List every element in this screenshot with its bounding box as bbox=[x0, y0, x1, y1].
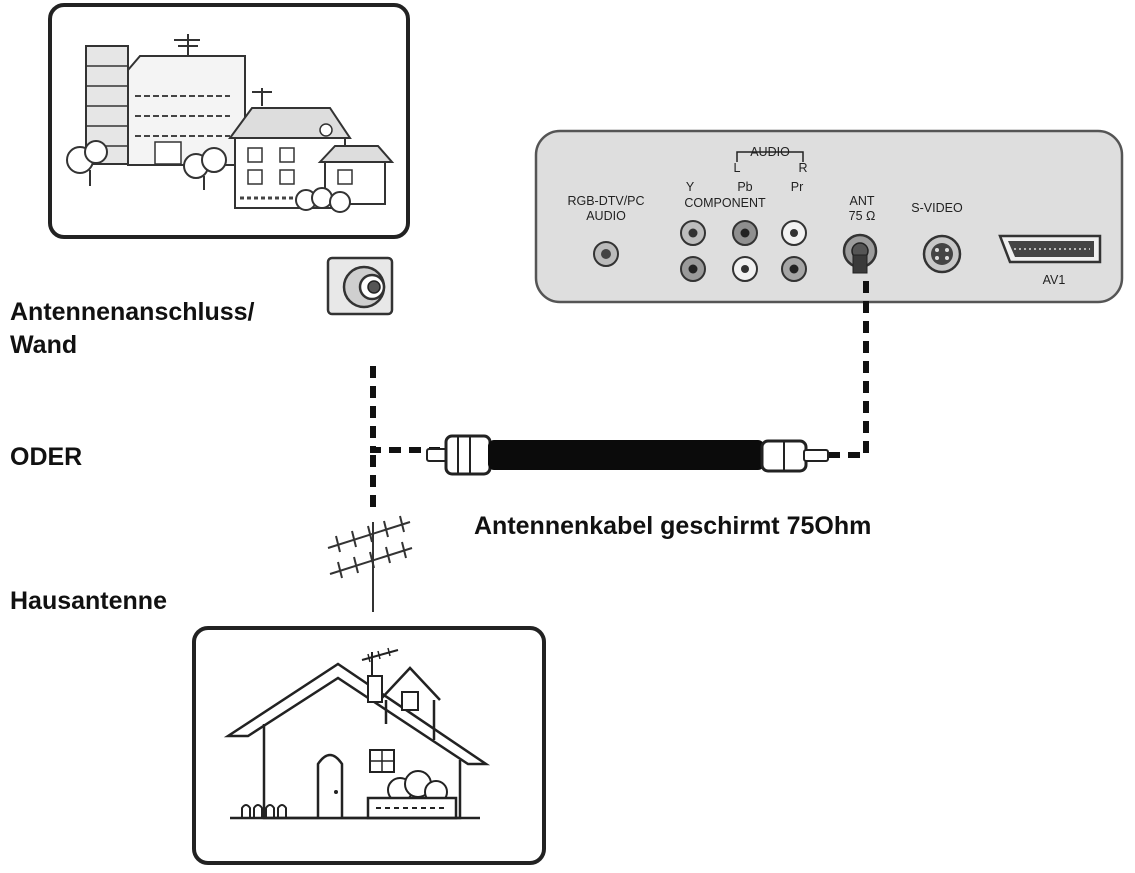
av1-label: AV1 bbox=[1043, 273, 1066, 287]
ant-label-line2: 75 Ω bbox=[849, 209, 876, 223]
component-label: COMPONENT bbox=[684, 196, 766, 210]
wall-antenna-socket bbox=[326, 256, 394, 316]
roof-antenna-label: Hausantenne bbox=[10, 587, 167, 615]
audio-group-label: AUDIO bbox=[750, 145, 790, 159]
or-label: ODER bbox=[10, 443, 83, 471]
house-illustration bbox=[192, 626, 546, 865]
rgb-label-line2: AUDIO bbox=[586, 209, 626, 223]
y-label: Y bbox=[686, 180, 695, 194]
rgb-label-line1: RGB-DTV/PC bbox=[567, 194, 644, 208]
roof-antenna-illustration bbox=[327, 515, 413, 612]
wall-socket-label-line1: Antennenanschluss/ bbox=[10, 298, 255, 326]
pb-label: Pb bbox=[737, 180, 752, 194]
audio-r-label: R bbox=[798, 161, 807, 175]
cable-label: Antennenkabel geschirmt 75Ohm bbox=[474, 512, 872, 540]
pr-label: Pr bbox=[791, 180, 804, 194]
coax-antenna-cable bbox=[426, 434, 829, 476]
wall-socket-label-line2: Wand bbox=[10, 331, 78, 359]
audio-l-label: L bbox=[734, 161, 741, 175]
ant-label-line1: ANT bbox=[850, 194, 875, 208]
signal-path-lines bbox=[370, 276, 869, 515]
apartment-buildings-illustration bbox=[48, 3, 410, 239]
tv-connector-panel: AUDIO L R RGB-DTV/PC AUDIO Y Pb Pr COMPO… bbox=[534, 129, 1124, 304]
svideo-label: S-VIDEO bbox=[911, 201, 963, 215]
dashed-line-wall-to-cable bbox=[370, 366, 440, 453]
